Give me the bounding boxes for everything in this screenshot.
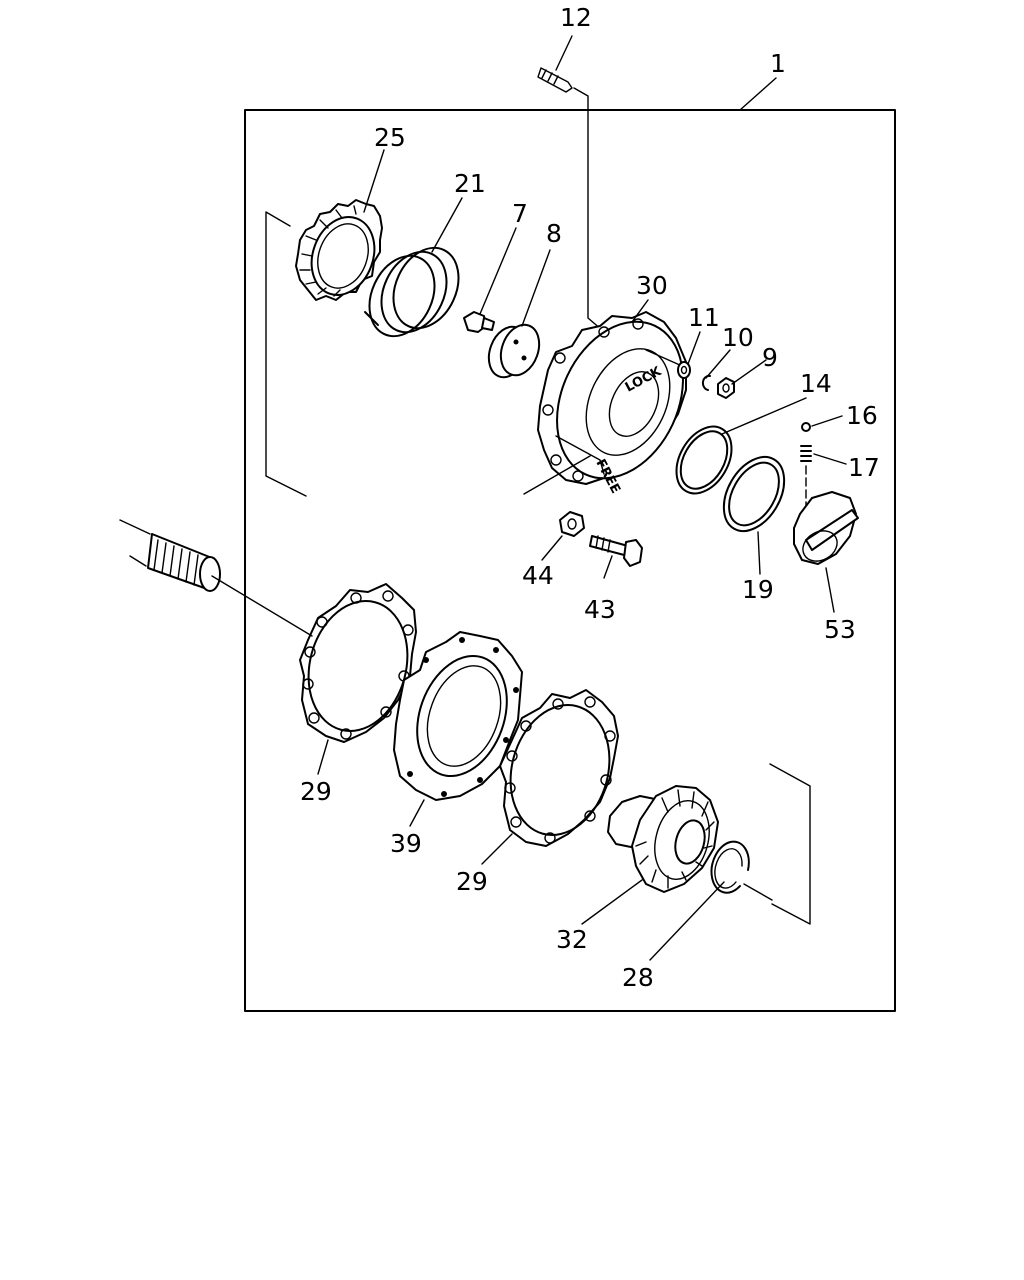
part-43-bolt xyxy=(589,535,643,567)
part-9-nut xyxy=(717,377,735,399)
leader-lines xyxy=(317,35,847,961)
callout-7: 7 xyxy=(512,199,528,228)
callout-8: 8 xyxy=(546,219,562,248)
callout-28: 28 xyxy=(622,963,654,992)
part-21-coil-spring xyxy=(364,246,460,338)
part-53-knob xyxy=(793,491,859,565)
part-25-spline-ring xyxy=(295,199,383,301)
callout-9: 9 xyxy=(762,343,778,372)
part-8-cap xyxy=(487,323,541,379)
callout-labels: 12 1 25 21 7 8 30 11 10 9 14 16 17 44 43… xyxy=(300,3,880,992)
part-39-flange xyxy=(393,631,523,801)
assembly-frame xyxy=(244,109,896,1012)
callout-1: 1 xyxy=(770,49,786,78)
callout-53: 53 xyxy=(824,615,856,644)
part-16-ball xyxy=(801,422,811,432)
callout-32: 32 xyxy=(556,925,588,954)
callout-14: 14 xyxy=(800,369,832,398)
splined-shaft xyxy=(119,519,313,637)
part-19-ring xyxy=(722,456,786,532)
part-11-washer xyxy=(677,361,691,379)
callout-17: 17 xyxy=(848,453,880,482)
part-12-stud xyxy=(537,67,603,331)
callout-43: 43 xyxy=(584,595,616,624)
part-14-o-ring xyxy=(675,425,733,495)
callout-30: 30 xyxy=(636,271,668,300)
callout-21: 21 xyxy=(454,169,486,198)
callout-12: 12 xyxy=(560,3,592,32)
callout-25: 25 xyxy=(374,123,406,152)
callout-29-left: 29 xyxy=(300,777,332,806)
part-32-side-gear xyxy=(607,785,719,893)
part-28-snap-ring xyxy=(710,840,750,894)
callout-44: 44 xyxy=(522,561,554,590)
part-30-hub-body: LOCK FREE xyxy=(537,311,687,496)
part-44-nut xyxy=(559,511,585,537)
bracket-lines xyxy=(265,211,811,925)
callout-19: 19 xyxy=(742,575,774,604)
part-29-gasket-right xyxy=(499,689,619,847)
callout-16: 16 xyxy=(846,401,878,430)
callout-10: 10 xyxy=(722,323,754,352)
callout-29-right: 29 xyxy=(456,867,488,896)
callout-11: 11 xyxy=(688,303,720,332)
part-17-spring xyxy=(800,445,812,507)
callout-39: 39 xyxy=(390,829,422,858)
part-7-bolt xyxy=(463,311,495,333)
